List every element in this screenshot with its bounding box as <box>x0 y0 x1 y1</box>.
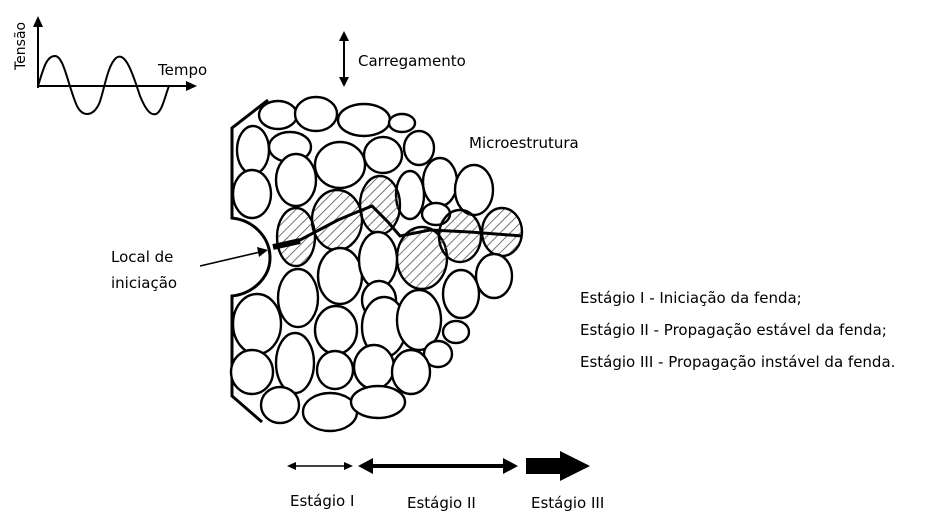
grain <box>233 294 281 354</box>
grain <box>423 158 457 206</box>
initiation-site: Local de iniciação <box>111 247 268 292</box>
initiation-pointer <box>200 252 260 266</box>
grain <box>317 351 353 389</box>
grain <box>404 131 434 165</box>
initiation-label-line2: iniciação <box>111 274 177 292</box>
grain <box>315 306 357 354</box>
x-axis-arrowhead <box>186 81 197 91</box>
grain <box>261 387 299 423</box>
grain <box>476 254 512 298</box>
grain <box>318 248 362 304</box>
grain-hatched <box>277 208 315 266</box>
grain <box>359 232 397 288</box>
stress-time-graph: Tensão Tempo <box>13 16 207 114</box>
grain <box>276 154 316 206</box>
stage-legend-item-3: Estágio III - Propagação instável da fen… <box>580 353 895 371</box>
stage-legend-item-2: Estágio II - Propagação estável da fenda… <box>580 321 887 339</box>
microstructure-label: Microestrutura <box>469 134 579 152</box>
stage-iii-arrow <box>526 451 590 481</box>
grain <box>443 270 479 318</box>
grain <box>278 269 318 327</box>
initiation-label-line1: Local de <box>111 248 173 266</box>
grain <box>231 350 273 394</box>
grain <box>259 101 297 129</box>
grain <box>455 165 493 215</box>
stage-i-label: Estágio I <box>290 492 354 510</box>
loading-indicator: Carregamento <box>339 31 466 87</box>
x-axis-label: Tempo <box>157 61 207 79</box>
loading-label: Carregamento <box>358 52 466 70</box>
stage-i-arrowhead-left <box>287 462 296 470</box>
grain <box>443 321 469 343</box>
grain <box>354 345 394 389</box>
grain <box>237 126 269 174</box>
stage-i-arrowhead-right <box>344 462 353 470</box>
grain <box>389 114 415 132</box>
grain <box>295 97 337 131</box>
initiation-pointer-arrowhead <box>257 247 268 257</box>
grain-hatched <box>439 210 481 262</box>
y-axis-arrowhead <box>33 16 43 27</box>
stage-arrows: Estágio I Estágio II Estágio III <box>287 451 604 511</box>
stage-ii-label: Estágio II <box>407 494 476 511</box>
grain <box>392 350 430 394</box>
grain <box>276 333 314 393</box>
grain <box>303 393 357 431</box>
stage-legend-item-1: Estágio I - Iniciação da fenda; <box>580 289 802 307</box>
stage-ii-arrowhead-left <box>358 458 373 474</box>
stage-ii-arrowhead-right <box>503 458 518 474</box>
grain-hatched <box>360 176 400 234</box>
y-axis-label: Tensão <box>13 22 29 71</box>
stage-iii-label: Estágio III <box>531 494 604 511</box>
loading-arrowhead-down <box>339 77 349 87</box>
grain <box>233 170 271 218</box>
grain <box>351 386 405 418</box>
loading-arrowhead-up <box>339 31 349 41</box>
grain <box>364 137 402 173</box>
grain <box>338 104 390 136</box>
stage-legend: Estágio I - Iniciação da fenda; Estágio … <box>580 289 895 371</box>
grain <box>315 142 365 188</box>
